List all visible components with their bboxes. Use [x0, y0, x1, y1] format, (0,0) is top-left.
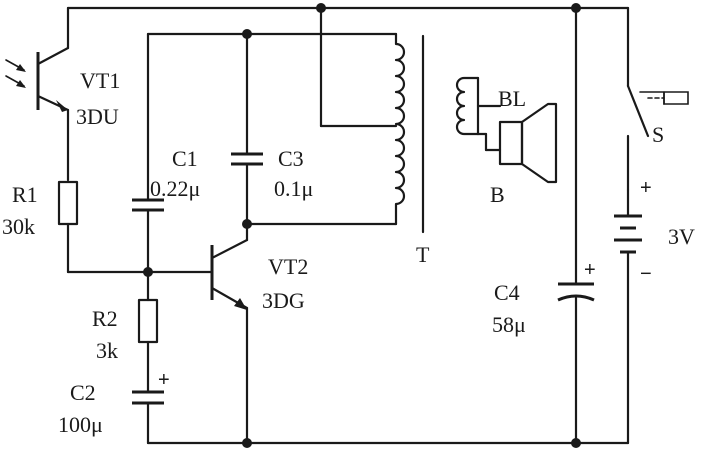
vt1-name: VT1: [80, 68, 120, 93]
battery: [614, 188, 642, 445]
c1-name: C1: [172, 146, 198, 171]
r2-resistor: [137, 270, 159, 394]
speaker-name: BL: [498, 86, 526, 111]
c4-name: C4: [494, 280, 520, 305]
c4-value: 58μ: [492, 312, 526, 337]
c3-capacitor: [231, 32, 263, 226]
light-arrows-icon: [5, 59, 26, 88]
c4-capacitor: [557, 6, 595, 445]
r1-resistor: [57, 180, 79, 274]
c4-polarity: +: [584, 259, 596, 281]
r1-value: 30k: [2, 214, 35, 239]
vt2-type: 3DG: [262, 288, 305, 313]
vt1-type: 3DU: [76, 104, 119, 129]
c1-value: 0.22μ: [150, 176, 200, 201]
r2-name: R2: [92, 306, 118, 331]
speaker-label: B: [490, 182, 505, 207]
junction-dots: [143, 3, 581, 448]
speaker-icon: [476, 102, 558, 184]
c3-value: 0.1μ: [274, 176, 313, 201]
transformer-t: [319, 6, 480, 234]
c3-name: C3: [278, 146, 304, 171]
transformer-name: T: [416, 242, 430, 267]
r1-name: R1: [12, 182, 38, 207]
c2-value: 100μ: [58, 412, 103, 437]
battery-value: 3V: [668, 224, 695, 249]
c1-capacitor: [132, 32, 164, 274]
c2-polarity: +: [158, 369, 170, 391]
battery-minus: −: [640, 263, 652, 285]
switch-s: [626, 6, 689, 192]
vt2-transistor: [210, 222, 249, 445]
c2-name: C2: [70, 380, 96, 405]
switch-name: S: [652, 122, 664, 147]
battery-plus: +: [640, 177, 652, 199]
vt2-name: VT2: [268, 254, 308, 279]
r2-value: 3k: [96, 338, 118, 363]
vt1-phototransistor: [5, 6, 70, 182]
c2-capacitor: [132, 390, 164, 445]
